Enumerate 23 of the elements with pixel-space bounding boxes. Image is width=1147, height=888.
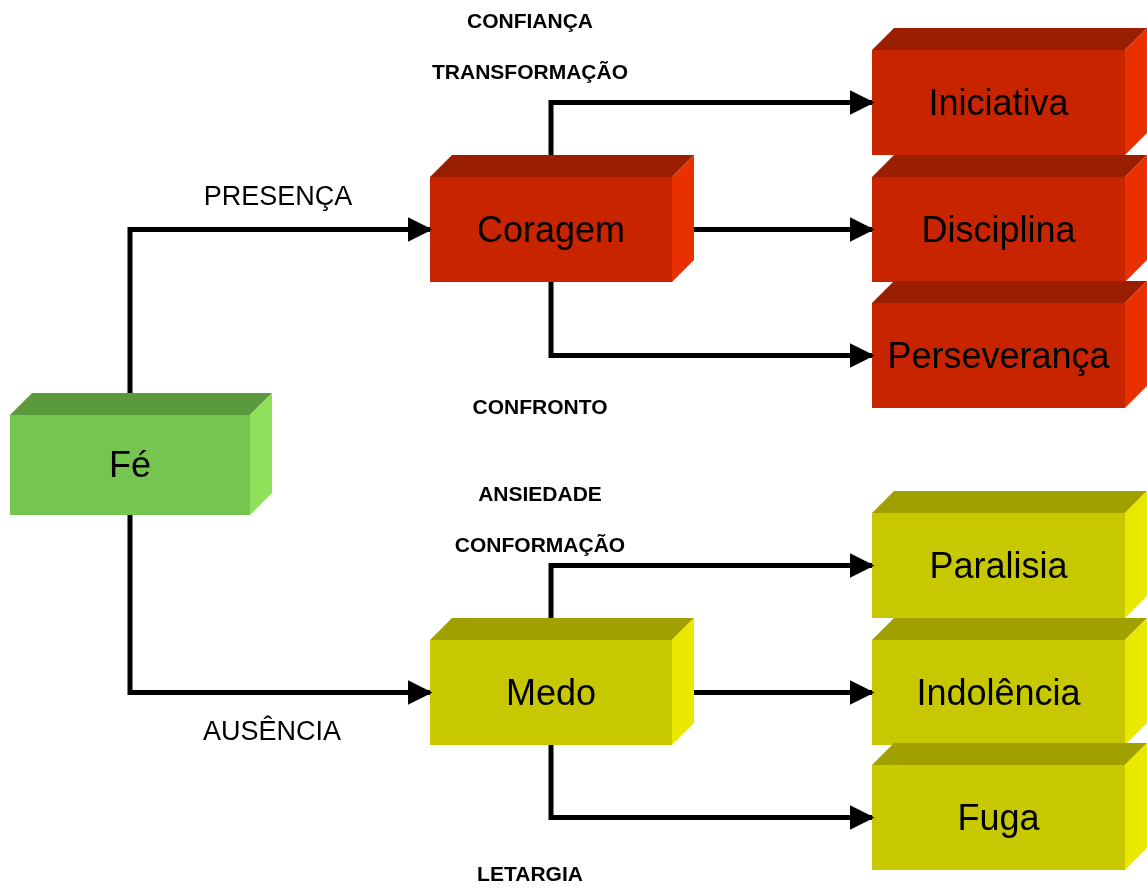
arrow <box>694 680 875 705</box>
annotation-text: ANSIEDADE <box>478 482 602 506</box>
node-label: Perseverança <box>887 334 1110 377</box>
annotation-text: CONFORMAÇÃO <box>454 533 626 557</box>
arrow <box>694 217 875 242</box>
annotation-text: TRANSFORMAÇÃO <box>432 60 628 84</box>
arrow <box>127 217 433 393</box>
node-label: Paralisia <box>929 544 1068 587</box>
arrow <box>127 515 433 705</box>
node-label: Iniciativa <box>928 81 1069 124</box>
node-label: Fuga <box>957 796 1040 839</box>
node-label: Disciplina <box>921 208 1076 251</box>
arrow <box>548 745 875 830</box>
annotation-text: CONFIANÇA <box>467 9 593 33</box>
node-label: Fé <box>109 444 151 486</box>
arrow <box>548 282 875 368</box>
annotation-text: CONFRONTO <box>472 395 608 419</box>
node-label: Medo <box>505 671 597 714</box>
annotation-text: LETARGIA <box>477 862 583 886</box>
arrow <box>548 553 875 618</box>
arrow <box>548 90 875 155</box>
node-label: Indolência <box>916 671 1081 714</box>
node-label: Coragem <box>476 208 626 251</box>
